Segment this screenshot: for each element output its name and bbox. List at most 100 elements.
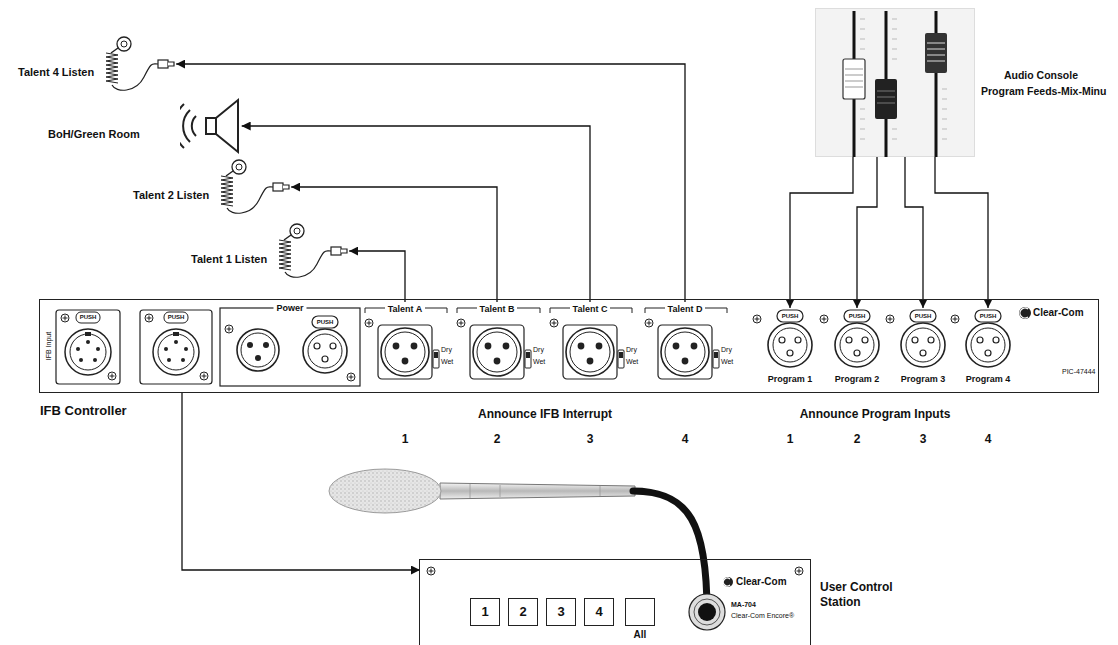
group-caption: Announce IFB Interrupt — [478, 408, 612, 422]
all-button: All — [625, 598, 655, 626]
talent-output-connector: Talent C — [558, 302, 622, 386]
switch-label: Wet — [441, 358, 453, 366]
push-tab-label: PUSH — [80, 314, 97, 321]
channel-number: 2 — [854, 433, 861, 447]
talent-earpiece: Talent 4 Listen — [18, 35, 176, 93]
channel-number: 4 — [682, 433, 689, 447]
brand-logo: Clear-Com — [736, 576, 787, 588]
switch-label: Dry — [533, 346, 544, 354]
switch-label: Dry — [441, 346, 452, 354]
earpiece-icon-graphic — [221, 160, 289, 213]
program-input-connector: Program 3PUSH — [890, 308, 956, 390]
signal-arrow — [291, 187, 497, 302]
talent-earpiece: Talent 2 Listen — [133, 158, 291, 216]
talent-output-connector: Talent A — [373, 302, 437, 386]
xlr-connector-graphic — [658, 325, 712, 379]
node-label: Program 1 — [768, 374, 813, 384]
switch-label: Wet — [626, 358, 638, 366]
node-label: Talent B — [477, 302, 518, 316]
node-label: IFB Controller — [40, 404, 127, 419]
xlr-connector-graphic — [768, 310, 812, 367]
talent-output-connector: Talent D — [653, 302, 717, 386]
earpiece-icon — [269, 222, 349, 280]
brand-logo: Clear-Com — [1033, 307, 1084, 319]
node-label: Talent 4 Listen — [18, 50, 94, 79]
talk-button: 3 — [546, 598, 576, 626]
switch-label: Wet — [721, 358, 733, 366]
switch-label: Dry — [626, 346, 637, 354]
push-tab-label: PUSH — [849, 313, 866, 320]
station-illustration-graphic — [427, 567, 803, 630]
push-tab-label: PUSH — [782, 313, 799, 320]
xlr-connector-graphic — [901, 310, 945, 367]
xlr-connector-graphic — [563, 325, 617, 379]
signal-arrow — [790, 157, 853, 308]
talk-button: 1 — [470, 598, 500, 626]
signal-arrow — [349, 251, 405, 302]
connector-name: IFB Input — [45, 332, 53, 360]
signal-arrow — [935, 157, 988, 308]
earpiece-icon — [96, 35, 176, 93]
product-name: Clear-Com Encore® — [731, 612, 794, 620]
fader-illustration — [816, 9, 976, 159]
node-label: 3 — [557, 605, 564, 620]
channel-number: 1 — [402, 433, 409, 447]
channel-number: 1 — [787, 433, 794, 447]
model-number: PIC-47444 — [1062, 368, 1095, 376]
node-label: User Control Station — [820, 580, 910, 610]
signal-arrow — [176, 64, 685, 302]
earpiece-icon-graphic — [106, 37, 174, 90]
node-label: Talent C — [570, 302, 611, 316]
node-label: 4 — [595, 605, 602, 620]
talk-button: 4 — [584, 598, 614, 626]
push-tab-label: PUSH — [980, 313, 997, 320]
node-label: Talent 2 Listen — [133, 173, 209, 202]
speaker-icon-graphic — [174, 100, 238, 152]
push-tab-label: PUSH — [915, 313, 932, 320]
xlr-connector — [469, 324, 525, 380]
group-caption: Announce Program Inputs — [800, 408, 951, 422]
panel-illustration-graphic — [56, 307, 1031, 386]
signal-arrow — [905, 157, 923, 308]
node-label: Talent A — [385, 302, 426, 316]
program-input-connector: Program 1 PUSH — [757, 308, 823, 390]
node-label: Program 4 — [966, 374, 1011, 384]
node-label: Audio Console — [1004, 69, 1078, 81]
switch-label: Wet — [533, 358, 545, 366]
signal-arrow — [857, 157, 877, 308]
talent-earpiece: Talent 1 Listen — [191, 222, 349, 280]
signal-arrow — [182, 392, 420, 570]
switch-label: Dry — [721, 346, 732, 354]
xlr-connector-graphic — [378, 325, 432, 379]
model-number: MA-704 — [731, 601, 756, 609]
channel-number: 4 — [985, 433, 992, 447]
section-label: Power — [273, 303, 306, 313]
xlr-connector — [377, 324, 433, 380]
earpiece-icon — [211, 158, 291, 216]
xlr-connector-graphic — [470, 325, 524, 379]
fader-illustration-graphic — [843, 11, 947, 157]
node-label: All — [634, 629, 647, 641]
xlr-connector — [657, 324, 713, 380]
push-tab-label: PUSH — [168, 314, 185, 321]
speaker-icon — [180, 96, 242, 156]
earpiece-icon-graphic — [279, 224, 347, 277]
channel-number: 3 — [587, 433, 594, 447]
talk-button: 2 — [508, 598, 538, 626]
node-label: 2 — [519, 605, 526, 620]
channel-number: 2 — [494, 433, 501, 447]
node-label: Program 2 — [835, 374, 880, 384]
microphone — [329, 469, 707, 612]
node-label: BoH/Green Room — [48, 112, 140, 141]
xlr-connector-graphic — [835, 310, 879, 367]
push-tab-label: PUSH — [317, 319, 334, 326]
xlr-connector — [562, 324, 618, 380]
channel-number: 3 — [920, 433, 927, 447]
ifb-controller-panel: IFB ControllerTalent ATalent BTalent CTa… — [40, 300, 1098, 392]
talent-output-connector: Talent B — [465, 302, 529, 386]
signal-arrow — [242, 126, 590, 302]
speaker-output: BoH/Green Room — [48, 96, 242, 156]
program-input-connector: Program 2 PUSH — [824, 308, 890, 390]
user-control-station: User Control Station1234AllClear-ComMA-7… — [420, 560, 810, 645]
